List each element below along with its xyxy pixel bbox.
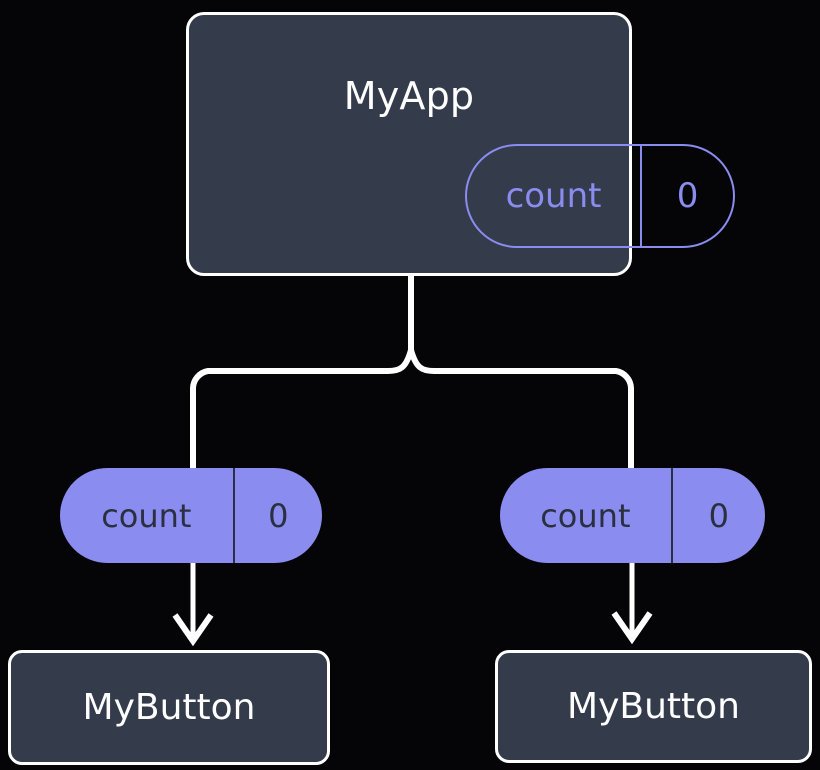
root-state-value: 0 <box>640 146 733 246</box>
right-arrowhead-icon <box>611 611 653 645</box>
right-child-card[interactable]: MyButton <box>495 650 812 763</box>
right-child-state-value: 0 <box>670 468 765 563</box>
right-child-label: MyButton <box>567 685 740 727</box>
left-arrowhead-icon <box>172 613 214 647</box>
root-state-pill[interactable]: count 0 <box>465 144 735 248</box>
left-child-label: MyButton <box>82 686 256 728</box>
root-state-key: count <box>505 176 602 216</box>
right-child-state-pill[interactable]: count 0 <box>500 468 765 563</box>
left-child-state-key: count <box>101 496 192 535</box>
root-component-label: MyApp <box>343 74 475 118</box>
left-child-state-pill[interactable]: count 0 <box>60 468 322 563</box>
branch-rail-left <box>190 349 414 470</box>
branch-rail-right <box>408 349 634 470</box>
root-component-card[interactable]: MyApp count 0 <box>186 12 735 276</box>
right-child-state-key: count <box>540 496 631 535</box>
left-child-state-value: 0 <box>232 468 322 563</box>
left-child-card[interactable]: MyButton <box>8 650 330 765</box>
